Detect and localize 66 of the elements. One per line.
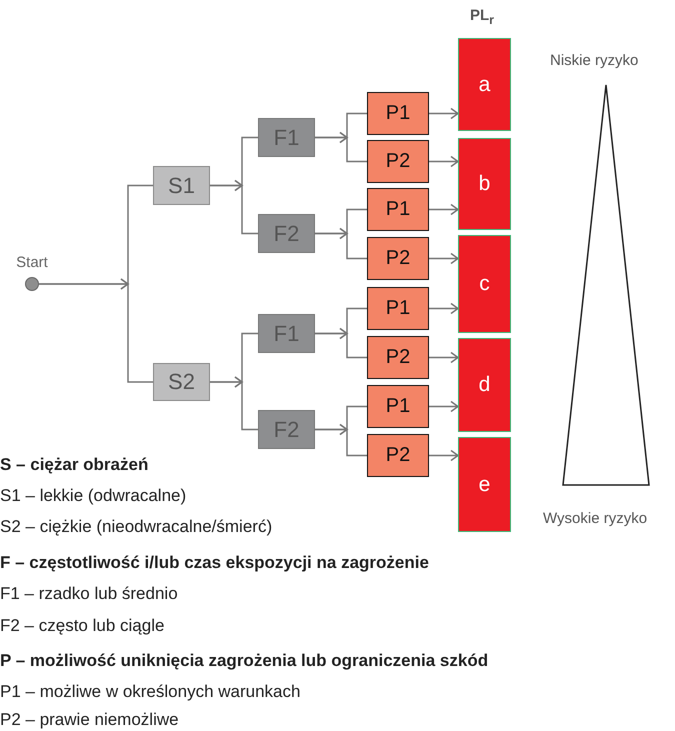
start-label: Start	[16, 254, 48, 271]
severity-box	[153, 166, 210, 205]
possibility-box	[367, 188, 429, 231]
node-label: P2	[386, 247, 410, 270]
node-label: S2	[168, 369, 195, 395]
node-label: e	[478, 472, 490, 496]
arrow	[314, 228, 368, 260]
arrow	[428, 204, 460, 216]
node-label: c	[479, 272, 490, 296]
legend-heading: S – ciężar obrażeń	[0, 455, 148, 475]
arrow	[428, 108, 460, 120]
arrow	[314, 328, 368, 358]
legend-text: P1 – możliwe w określonych warunkach	[0, 682, 300, 702]
possibility-box	[367, 140, 429, 183]
performance-level-box	[458, 235, 511, 333]
node-label: P2	[386, 346, 410, 369]
frequency-box	[258, 314, 315, 353]
legend-heading: F – częstotliwość i/lub czas ekspozycji na zagrożenie	[0, 553, 429, 573]
arrow	[38, 278, 154, 383]
performance-level-box	[458, 138, 511, 230]
node-label: F2	[274, 220, 300, 246]
arrow	[428, 400, 460, 412]
possibility-box	[367, 92, 429, 135]
legend-text: F1 – rzadko lub średnio	[0, 584, 178, 604]
node-label: P2	[386, 150, 410, 173]
arrow	[428, 352, 460, 364]
legend-text: F2 – często lub ciągle	[0, 616, 164, 636]
performance-level-box	[458, 38, 511, 131]
possibility-box	[367, 434, 429, 477]
frequency-box	[258, 214, 315, 253]
node-label: P1	[386, 297, 410, 320]
node-label: P2	[386, 444, 410, 467]
node-label: F1	[274, 124, 300, 150]
node-label: S1	[168, 172, 195, 198]
arrow	[428, 252, 460, 264]
legend-text: S2 – ciężkie (nieodwracalne/śmierć)	[0, 517, 272, 537]
legend-text: P2 – prawie niemożliwe	[0, 710, 179, 730]
risk-label: Wysokie ryzyko	[543, 509, 648, 529]
severity-box	[153, 363, 210, 401]
risk-label: Niskie ryzyko	[550, 51, 638, 71]
arrow	[314, 424, 368, 456]
node-label: P1	[386, 198, 410, 221]
node-label: a	[478, 72, 490, 96]
frequency-box	[258, 410, 315, 449]
possibility-box	[367, 287, 429, 330]
arrow	[428, 156, 460, 168]
frequency-box	[258, 118, 315, 157]
node-label: P1	[386, 102, 410, 125]
legend-text: S1 – lekkie (odwracalne)	[0, 486, 186, 506]
column-heading: PL$_{r}$	[470, 6, 494, 29]
performance-level-box	[458, 338, 511, 432]
legend-heading: P – możliwość uniknięcia zagrożenia lub ograniczenia szkód	[0, 651, 488, 671]
node-label: F2	[274, 416, 300, 442]
arrow	[428, 302, 460, 314]
node-label: F1	[274, 320, 300, 346]
arrow	[209, 180, 259, 234]
arrow	[209, 376, 259, 430]
node-label: b	[478, 172, 490, 196]
possibility-box	[367, 336, 429, 379]
node-label: d	[478, 373, 490, 397]
performance-level-box	[458, 437, 511, 532]
node-label: P1	[386, 395, 410, 418]
possibility-box	[367, 237, 429, 280]
possibility-box	[367, 385, 429, 428]
arrow	[428, 450, 460, 462]
arrow	[314, 132, 368, 162]
